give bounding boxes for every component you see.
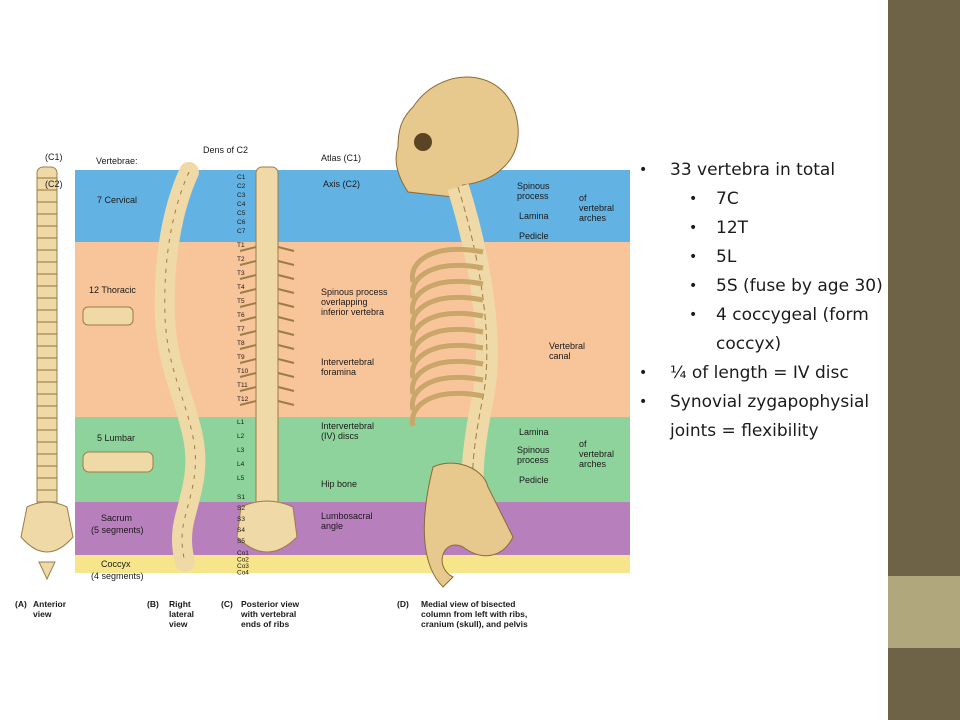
caption-c-letter: (C)	[221, 599, 233, 609]
vertebra-level-label: L2	[237, 433, 245, 440]
coccyx-region-band	[75, 555, 630, 573]
label-thoracic: 12 Thoracic	[89, 285, 136, 295]
label-hip-bone: Hip bone	[321, 479, 357, 489]
vertebral-column-illustration: (C1) (C2) Vertebrae: 7 Cervical 12 Thora…	[15, 76, 630, 629]
vertebra-level-label: C1	[237, 174, 246, 181]
vertebra-level-label: C6	[237, 219, 246, 226]
vertebra-level-label: C4	[237, 201, 246, 208]
bullet-item: 5S (fuse by age 30)	[640, 272, 890, 301]
bullet-item: 12T	[640, 214, 890, 243]
sacrum-region-band	[75, 502, 630, 555]
vertebra-level-label: T6	[237, 312, 245, 319]
vertebra-level-label: T3	[237, 270, 245, 277]
pelvis-shape	[423, 462, 514, 588]
label-coccyx-sub: (4 segments)	[91, 571, 144, 581]
decorative-band-middle	[888, 576, 960, 648]
vertebra-level-label: T4	[237, 284, 245, 291]
vertebra-level-label: T10	[237, 368, 249, 375]
caption-d-letter: (D)	[397, 599, 409, 609]
label-pedicle-bottom: Pedicle	[519, 475, 549, 485]
orbit	[414, 133, 432, 151]
vertebra-level-label: T9	[237, 354, 245, 361]
label-lumbar: 5 Lumbar	[97, 433, 135, 443]
vertebra-level-label: Co4	[237, 570, 249, 577]
bullet-item: 33 vertebra in total	[639, 156, 890, 185]
vertebra-level-label: Co2	[237, 557, 249, 564]
vertebra-level-label: T1	[237, 242, 245, 249]
label-sacrum-sub: (5 segments)	[91, 525, 144, 535]
vertebra-level-label: S5	[237, 538, 245, 545]
vertebra-level-label: T12	[237, 396, 249, 403]
label-dens: Dens of C2	[203, 145, 248, 155]
decorative-band-top	[888, 0, 960, 576]
vertebra-level-label: C5	[237, 210, 246, 217]
vertebra-level-label: C3	[237, 192, 246, 199]
bullet-item: 4 coccygeal (form coccyx)	[640, 301, 890, 359]
label-cervical: 7 Cervical	[97, 195, 137, 205]
vertebra-level-label: L1	[237, 419, 245, 426]
thoracic-vertebra-sketch	[82, 306, 134, 326]
vertebra-level-label: L5	[237, 475, 245, 482]
caption-a-letter: (A)	[15, 599, 27, 609]
label-lamina-top: Lamina	[519, 211, 549, 221]
vertebra-level-label: S3	[237, 516, 245, 523]
vertebra-level-label: Co3	[237, 563, 249, 570]
label-lamina-bottom: Lamina	[519, 427, 549, 437]
lumbar-region-band	[75, 417, 630, 502]
label-iv-discs: Intervertebral(IV) discs	[321, 421, 374, 441]
vertebra-level-label: T8	[237, 340, 245, 347]
label-sacrum: Sacrum	[101, 513, 132, 523]
vertebral-column-figure: (C1) (C2) Vertebrae: 7 Cervical 12 Thora…	[13, 67, 630, 639]
bullet-item: 5L	[640, 243, 890, 272]
bullet-item: 7C	[640, 185, 890, 214]
vertebra-level-label: L3	[237, 447, 245, 454]
skull-shape	[395, 76, 519, 198]
bullet-item: ¼ of length = IV disc	[639, 359, 890, 388]
vertebra-level-label: L4	[237, 461, 245, 468]
vertebra-level-label: T5	[237, 298, 245, 305]
label-c2: (C2)	[45, 179, 63, 189]
lateral-view-column	[154, 162, 206, 572]
vertebra-level-label: S4	[237, 527, 245, 534]
vertebra-level-label: T7	[237, 326, 245, 333]
label-atlas: Atlas (C1)	[321, 153, 361, 163]
vertebra-level-label: T2	[237, 256, 245, 263]
vertebra-level-label: C7	[237, 228, 246, 235]
bullet-item: Synovial zygapophysial joints = flexibil…	[639, 388, 890, 446]
vertebra-level-label: S2	[237, 505, 245, 512]
decorative-band-bottom	[888, 648, 960, 720]
label-vertebrae: Vertebrae:	[96, 156, 138, 166]
vertebra-level-label: T11	[237, 382, 248, 389]
level-labels: C1C2C3C4C5C6C7T1T2T3T4T5T6T7T8T9T10T11T1…	[237, 174, 249, 577]
lumbar-vertebra-sketch	[82, 451, 154, 473]
label-coccyx: Coccyx	[101, 559, 131, 569]
vertebra-level-label: C2	[237, 183, 246, 190]
posterior-view-column	[236, 166, 298, 553]
bullet-list: 33 vertebra in total7C12T5L5S (fuse by a…	[639, 156, 890, 446]
label-c1: (C1)	[45, 152, 63, 162]
vertebra-level-label: S1	[237, 494, 245, 501]
caption-b-letter: (B)	[147, 599, 159, 609]
vertebra-level-label: Co1	[237, 550, 249, 557]
anterior-view-column	[20, 166, 74, 581]
label-pedicle-top: Pedicle	[519, 231, 549, 241]
medial-view	[395, 76, 519, 588]
label-axis: Axis (C2)	[323, 179, 360, 189]
